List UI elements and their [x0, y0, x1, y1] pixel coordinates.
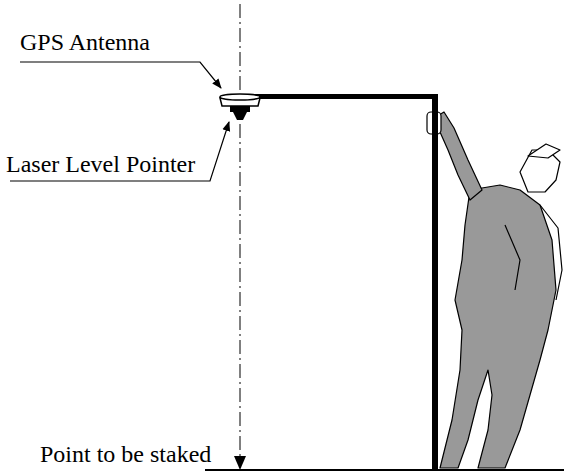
laser-pointer	[230, 106, 250, 120]
plumb-arrowhead	[234, 456, 246, 470]
ground-line	[205, 469, 564, 471]
callout-label: Laser Level Pointer	[6, 150, 195, 178]
gps-antenna	[220, 94, 260, 106]
ground-label: Point to be staked	[40, 440, 211, 468]
pole-arm	[250, 94, 438, 99]
leader-line	[20, 62, 221, 88]
callout-label: GPS Antenna	[20, 28, 150, 56]
surveyor-figure	[427, 112, 562, 468]
plumb-line	[240, 4, 241, 458]
range-pole	[432, 96, 438, 470]
